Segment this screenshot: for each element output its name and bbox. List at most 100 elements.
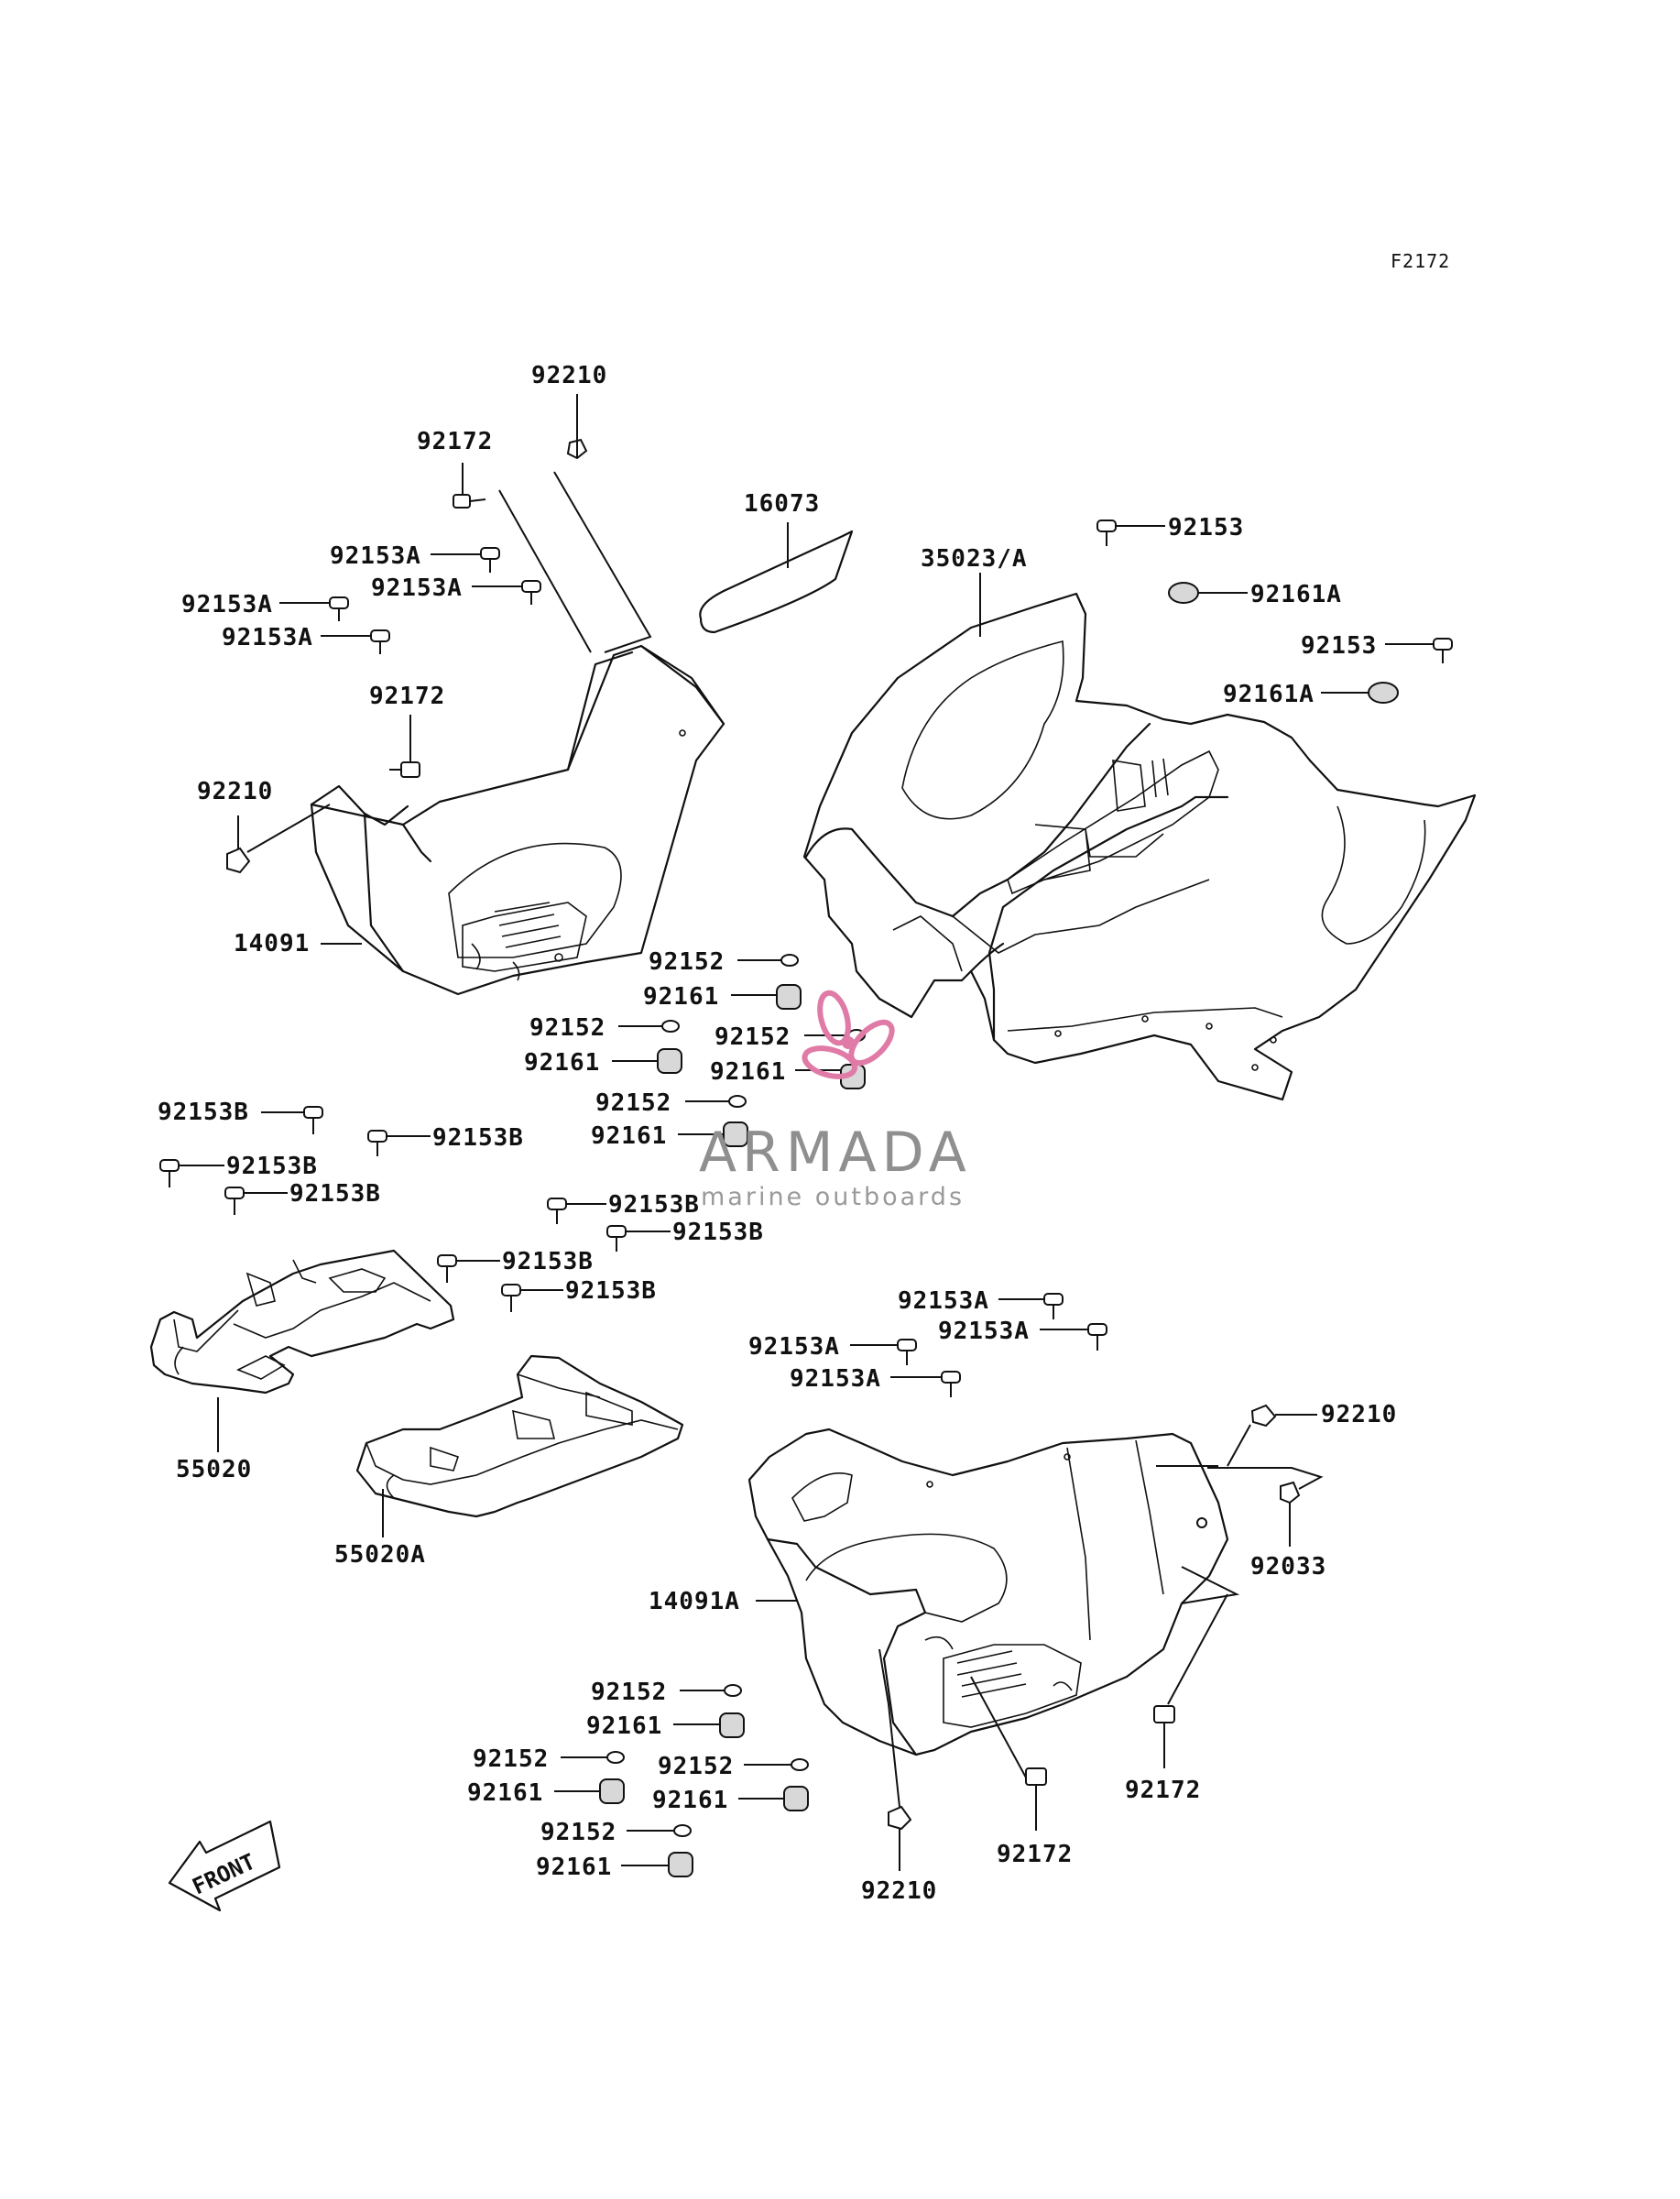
label-92153a-8: 92153A [790, 1365, 881, 1393]
label-92161-c4: 92161 [591, 1122, 667, 1150]
label-92161-b1: 92161 [586, 1712, 662, 1740]
footrest-55020a [355, 1354, 684, 1518]
screw-92153a-4 [321, 629, 390, 654]
label-92161-b2: 92161 [467, 1779, 543, 1807]
right-front-fender-14091a [747, 1428, 1229, 1756]
label-92152-c2: 92152 [529, 1014, 605, 1042]
label-14091a: 14091A [649, 1588, 740, 1615]
label-92153-2: 92153 [1301, 632, 1377, 660]
label-92152-b3: 92152 [658, 1753, 734, 1780]
collar-92152-b4 [627, 1824, 692, 1837]
watermark-title: ARMADA [699, 1121, 972, 1185]
label-92161a-2: 92161A [1223, 681, 1315, 708]
grommet-92161a-2 [1321, 682, 1399, 704]
grommet-92161-c1 [731, 984, 802, 1010]
label-92172-bottom: 92172 [997, 1841, 1073, 1868]
label-92153a-2: 92153A [371, 574, 463, 602]
screw-92153b-4 [224, 1187, 288, 1215]
label-92152-c1: 92152 [649, 948, 725, 976]
collar-92152-c1 [737, 954, 799, 967]
label-92152-b2: 92152 [473, 1745, 549, 1773]
armada-watermark: ARMADA marine outboards [699, 990, 972, 1211]
grommet-92161-b3 [738, 1786, 809, 1811]
label-92153b-3: 92153B [226, 1153, 318, 1180]
grommet-92161-b2 [554, 1778, 625, 1804]
label-92210-right: 92210 [1321, 1401, 1397, 1428]
label-55020a: 55020A [334, 1541, 426, 1569]
screw-92153b-1 [261, 1106, 323, 1134]
propeller-logo-icon [802, 990, 895, 1079]
label-92153a-6: 92153A [938, 1318, 1030, 1345]
label-92153a-7: 92153A [748, 1333, 840, 1361]
clip-92210-left [226, 804, 331, 874]
label-92161-b4: 92161 [536, 1854, 612, 1881]
screw-92153b-2 [367, 1130, 431, 1156]
label-92153b-6: 92153B [672, 1219, 764, 1246]
grommet-92161-c4 [678, 1121, 748, 1147]
label-92210-bottom: 92210 [861, 1877, 937, 1905]
label-92153b-7: 92153B [502, 1248, 594, 1275]
label-92172-top: 92172 [417, 428, 493, 455]
screw-92153b-5 [547, 1198, 606, 1224]
grommet-92161a-1 [1168, 582, 1248, 604]
diagram-code: F2172 [1391, 250, 1450, 272]
screw-92153b-3 [159, 1159, 224, 1187]
screw-92153a-3 [279, 596, 349, 621]
screw-92153a-8 [890, 1371, 961, 1397]
label-92210-top: 92210 [531, 362, 607, 389]
screw-92153a-6 [1040, 1323, 1107, 1351]
grommet-92161-c2 [612, 1048, 682, 1074]
label-92153a-1: 92153A [330, 542, 421, 570]
clip-92210-right [1156, 1404, 1317, 1467]
front-arrow: FRONT [168, 1820, 281, 1912]
label-92161-b3: 92161 [652, 1787, 728, 1814]
label-92153a-4: 92153A [222, 624, 313, 651]
clip-92210-bottom [878, 1648, 912, 1871]
bolt-92172-mid [389, 715, 420, 778]
label-92153b-8: 92153B [565, 1277, 657, 1305]
grommet-92161-b4 [621, 1852, 693, 1877]
label-92161-c2: 92161 [524, 1049, 600, 1077]
screw-92153b-7 [437, 1254, 500, 1283]
bolt-92172-top [453, 463, 486, 509]
label-92153b-5: 92153B [608, 1191, 700, 1219]
screw-92153a-7 [850, 1339, 917, 1365]
screw-92153a-5 [998, 1293, 1064, 1319]
collar-92152-b2 [561, 1751, 625, 1764]
screw-92153-1 [1096, 520, 1165, 546]
screw-92153b-8 [501, 1284, 563, 1312]
collar-92152-b3 [744, 1758, 809, 1771]
footrest-55020 [149, 1249, 455, 1395]
watermark-subtitle: marine outboards [701, 1183, 965, 1211]
label-55020: 55020 [176, 1456, 252, 1483]
label-92161-c1: 92161 [643, 983, 719, 1011]
seat-strip-16073 [699, 530, 854, 634]
label-92153b-2: 92153B [432, 1124, 524, 1152]
clip-92210-top [498, 394, 652, 653]
label-92152-b1: 92152 [591, 1679, 667, 1706]
label-92172-right: 92172 [1125, 1777, 1201, 1804]
label-92153b-4: 92153B [289, 1180, 381, 1208]
label-92033: 92033 [1250, 1553, 1326, 1581]
label-35023a: 35023/A [921, 545, 1028, 573]
label-92153-1: 92153 [1168, 514, 1244, 542]
label-92210-left: 92210 [197, 778, 273, 805]
label-92152-c3: 92152 [715, 1023, 791, 1051]
label-14091: 14091 [234, 930, 310, 957]
label-92172-mid: 92172 [369, 683, 445, 710]
label-16073: 16073 [744, 490, 820, 518]
screw-92153b-6 [606, 1225, 671, 1252]
label-92153b-1: 92153B [158, 1099, 249, 1126]
label-92152-c4: 92152 [595, 1089, 671, 1117]
collar-92152-b1 [680, 1684, 742, 1697]
label-92153a-5: 92153A [898, 1287, 989, 1315]
screw-92153-2 [1385, 638, 1453, 663]
grommet-92161-b1 [673, 1712, 745, 1738]
label-92152-b4: 92152 [540, 1819, 616, 1846]
collar-92152-c2 [618, 1020, 680, 1033]
left-front-fender-14091 [310, 644, 725, 996]
bolt-92172-right [1153, 1566, 1240, 1768]
label-92161a-1: 92161A [1250, 581, 1342, 608]
clip-92033 [1207, 1467, 1324, 1547]
